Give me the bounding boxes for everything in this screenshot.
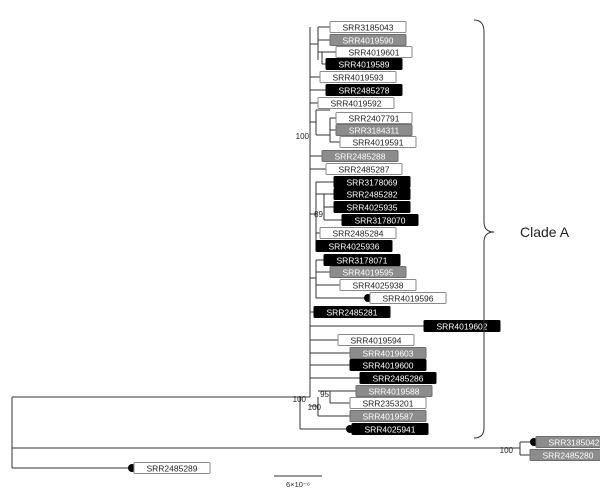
leaf-label-box — [335, 112, 413, 124]
leaf-label-box — [337, 334, 415, 346]
leaf-label: SRR4025935 — [346, 203, 397, 213]
leaf-label: SRR3178071 — [336, 256, 387, 266]
leaf-label: SRR2485284 — [332, 229, 383, 239]
leaf-label: SRR4019587 — [362, 412, 413, 422]
leaf-label-box — [333, 176, 411, 188]
leaf-label: SRR3178069 — [346, 178, 397, 188]
leaf-label: SRR2485280 — [542, 451, 593, 461]
leaf-label: SRR4019602 — [436, 322, 487, 332]
leaf-label-box — [369, 292, 447, 304]
leaf-label-box — [349, 347, 427, 359]
leaf-label-box — [325, 163, 403, 175]
leaf-label: SRR3185043 — [342, 23, 393, 33]
leaf-label-box — [339, 279, 417, 291]
leaf-label: SRR2485278 — [338, 86, 389, 96]
leaf-label-box — [333, 188, 411, 200]
leaf-label-box — [317, 97, 395, 109]
leaf-label-box — [333, 201, 411, 213]
bootstrap-value: 89 — [314, 210, 323, 219]
leaf-label: SRR4019603 — [362, 349, 413, 359]
leaf-label-box — [529, 449, 600, 461]
leaf-label-box — [349, 410, 427, 422]
leaf-label-box — [349, 397, 427, 409]
leaf-label-box — [349, 359, 427, 371]
leaf-label: SRR4025941 — [364, 425, 415, 435]
leaf-label-box — [329, 21, 407, 33]
leaf-label: SRR4019601 — [348, 48, 399, 58]
leaf-label: SRR3178070 — [354, 216, 405, 226]
leaf-label: SRR3185042 — [548, 438, 599, 448]
leaf-label: SRR4025936 — [328, 242, 379, 252]
leaf-label-box — [325, 58, 403, 70]
leaf-label-box — [339, 136, 417, 148]
clade-bracket — [473, 19, 495, 439]
leaf-label: SRR2485288 — [334, 152, 385, 162]
bootstrap-value: 100 — [308, 403, 322, 412]
leaf-label-box — [329, 34, 407, 46]
leaf-label: SRR2485281 — [326, 308, 377, 318]
leaf-label: SRR3184311 — [349, 126, 400, 136]
leaf-label: SRR2407791 — [348, 114, 399, 124]
leaf-label: SRR2485286 — [372, 374, 423, 384]
leaf-label: SRR4019595 — [342, 268, 393, 278]
leaf-label: SRR4019596 — [382, 294, 433, 304]
leaf-label-box — [321, 150, 399, 162]
leaf-label: SRR4019590 — [342, 36, 393, 46]
leaf-label: SRR4019589 — [338, 60, 389, 70]
bootstrap-value: 100 — [296, 132, 310, 141]
leaf-label: SRR4025938 — [352, 281, 403, 291]
scale-label: 6×10⁻⁶ — [286, 480, 310, 489]
leaf-label: SRR4019600 — [362, 361, 413, 371]
leaf-label-box — [323, 254, 401, 266]
leaf-label-box — [319, 71, 397, 83]
leaf-label-box — [325, 84, 403, 96]
leaf-label-box — [335, 46, 413, 58]
bootstrap-value: 100 — [293, 395, 307, 404]
leaf-label-box — [359, 372, 437, 384]
leaf-label: SRR2485289 — [146, 464, 197, 474]
leaf-label-box — [355, 385, 433, 397]
leaf-label: SRR2485287 — [338, 165, 389, 175]
leaf-label-box — [315, 240, 393, 252]
leaf-label-box — [313, 306, 391, 318]
leaf-label-box — [319, 227, 397, 239]
bootstrap-value: 95 — [320, 390, 329, 399]
leaf-label: SRR2485282 — [346, 190, 397, 200]
leaf-label-box — [329, 266, 407, 278]
leaf-label: SRR4019592 — [330, 99, 381, 109]
leaf-label-box — [335, 124, 413, 136]
leaf-label-box — [133, 462, 211, 474]
leaf-label: SRR4019593 — [332, 73, 383, 83]
leaf-label-box — [423, 320, 501, 332]
leaf-label: SRR4019588 — [368, 387, 419, 397]
leaf-label-box — [351, 423, 429, 435]
leaf-label: SRR2353201 — [362, 399, 413, 409]
bootstrap-value: 100 — [500, 446, 514, 455]
leaf-label-box — [341, 214, 419, 226]
leaf-label: SRR4019591 — [352, 138, 403, 148]
leaf-label-box — [535, 436, 600, 448]
clade-label: Clade A — [520, 224, 570, 240]
leaf-label: SRR4019594 — [350, 336, 401, 346]
